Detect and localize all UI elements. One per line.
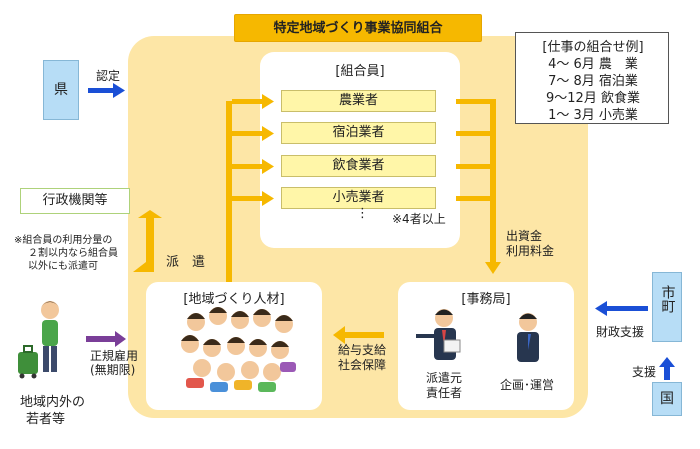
country-support-arrow (659, 357, 675, 380)
fiscal-support-arrow (595, 301, 648, 316)
municipality-label: 市町 (659, 285, 676, 313)
support-label: 支援 (632, 365, 657, 379)
crowd-of-people-icon (181, 307, 296, 392)
suited-staff-icon (517, 313, 539, 362)
member-retail: 小売業者 (281, 187, 436, 209)
member-agriculture: 農業者 (281, 90, 436, 112)
prefecture-arrow (88, 83, 125, 98)
payment-label-1: 出資金 (506, 229, 543, 243)
secretariat-title: [事務局] (461, 292, 511, 307)
admin-note-1: ※組合員の利用分量の (14, 235, 113, 246)
dispatch-manager-label-1: 派遣元 (426, 371, 463, 385)
salary-label-1: 給与支給 (338, 343, 387, 357)
callout-row: 1～ 3月 小売業 (548, 108, 638, 123)
admin-note-3: 以外にも派遣可 (28, 261, 98, 272)
callout-row: 7～ 8月 宿泊業 (548, 74, 638, 89)
secretariat-panel: [事務局] (398, 282, 574, 410)
person-with-suitcase-icon (18, 301, 59, 379)
callout-row: 4～ 6月 農 業 (548, 57, 638, 72)
cooperative-title: 特定地域づくり事業協同組合 (234, 14, 482, 42)
municipality-box: 市町 (652, 272, 682, 342)
dispatch-arrows (226, 94, 274, 282)
admin-agencies-box: 行政機関等 (20, 188, 130, 214)
member-lodging: 宿泊業者 (281, 122, 436, 144)
job-combination-callout: [仕事の組合せ例] 4～ 6月 農 業 7～ 8月 宿泊業 9～12月 飲食業 … (515, 32, 669, 124)
employment-label-2: (無期限) (90, 363, 136, 377)
fiscal-support-label: 財政支援 (596, 325, 645, 339)
admin-dispatch-arrow (133, 210, 162, 272)
members-panel (260, 52, 460, 248)
members-title: [組合員] (335, 64, 385, 79)
admin-note-2: ２割以内なら組合員 (28, 248, 118, 259)
member-restaurant: 飲食業者 (281, 155, 436, 177)
members-note: ※4者以上 (392, 212, 446, 226)
youth-label-1: 地域内外の (20, 395, 86, 410)
salary-label-2: 社会保障 (338, 358, 387, 372)
dispatch-manager-label-2: 責任者 (426, 386, 463, 400)
members-ellipsis: ⋮ (356, 206, 369, 221)
youth-label-2: 若者等 (26, 412, 66, 427)
dispatch-label: 派 遣 (166, 255, 206, 270)
regional-talent-title: [地域づくり人材] (183, 292, 285, 307)
callout-title: [仕事の組合せ例] (542, 40, 644, 55)
certification-label: 認定 (96, 69, 121, 83)
planning-label: 企画･運営 (500, 378, 555, 392)
salary-arrow (333, 326, 384, 344)
prefecture-box: 県 (43, 60, 79, 120)
employment-label-1: 正規雇用 (90, 349, 139, 363)
payment-arrows (456, 99, 501, 274)
payment-label-2: 利用料金 (506, 244, 555, 258)
employment-arrow (86, 331, 126, 347)
callout-row: 9～12月 飲食業 (546, 91, 640, 106)
country-box: 国 (652, 382, 682, 416)
pointing-staff-icon (416, 309, 461, 360)
